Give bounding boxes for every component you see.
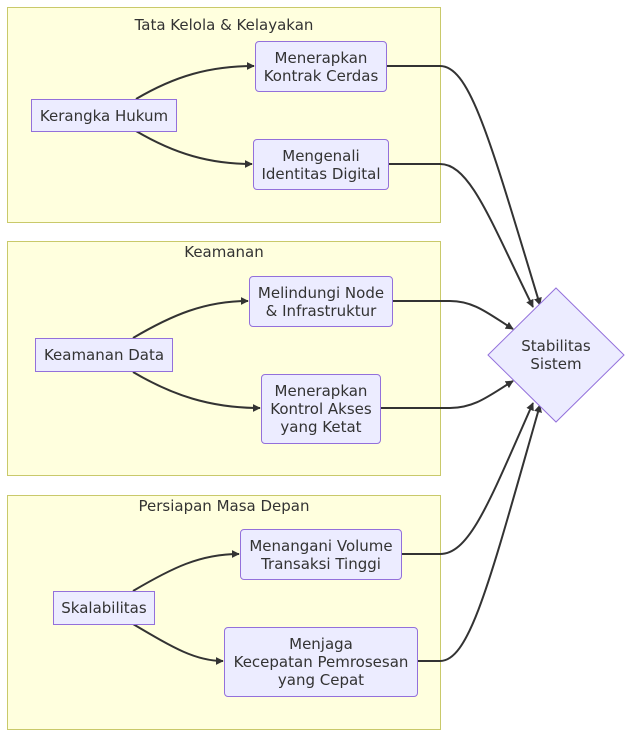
node-kontrak-cerdas[interactable]: Menerapkan Kontrak Cerdas	[255, 41, 387, 92]
cluster-title-security: Keamanan	[184, 243, 264, 261]
node-identitas-digital[interactable]: Mengenali Identitas Digital	[253, 139, 389, 190]
edge-volume-to-stabilitas	[401, 402, 534, 555]
edge-skalabilitas-to-kecepatan	[132, 623, 224, 665]
node-kecepatan-pemrosesan[interactable]: Menjaga Kecepatan Pemrosesan yang Cepat	[224, 627, 418, 697]
node-melindungi-node[interactable]: Melindungi Node & Infrastruktur	[249, 276, 393, 327]
node-kerangka-hukum[interactable]: Kerangka Hukum	[31, 99, 177, 132]
edge-akses-to-stabilitas	[380, 380, 514, 409]
cluster-title-future: Persiapan Masa Depan	[138, 497, 310, 515]
node-kontrol-akses[interactable]: Menerapkan Kontrol Akses yang Ketat	[261, 374, 381, 444]
edge-kontrak-to-stabilitas	[386, 65, 542, 306]
edge-kecepatan-to-stabilitas	[417, 404, 542, 662]
edge-node-to-stabilitas	[392, 300, 514, 330]
cluster-title-governance: Tata Kelola & Kelayakan	[134, 16, 314, 34]
edge-skalabilitas-to-volume	[132, 550, 240, 592]
node-keamanan-data[interactable]: Keamanan Data	[35, 338, 173, 372]
node-stabilitas-sistem[interactable]: Stabilitas Sistem	[521, 337, 591, 373]
node-volume-transaksi[interactable]: Menangani Volume Transaksi Tinggi	[240, 529, 402, 580]
edge-keamanan-to-node	[132, 297, 249, 339]
edge-identitas-to-stabilitas	[388, 163, 534, 308]
node-skalabilitas[interactable]: Skalabilitas	[53, 591, 155, 625]
edge-kerangka-to-kontrak	[135, 62, 255, 100]
decision-diamond	[487, 287, 625, 423]
edge-kerangka-to-identitas	[135, 130, 253, 168]
edge-keamanan-to-akses	[132, 371, 261, 412]
